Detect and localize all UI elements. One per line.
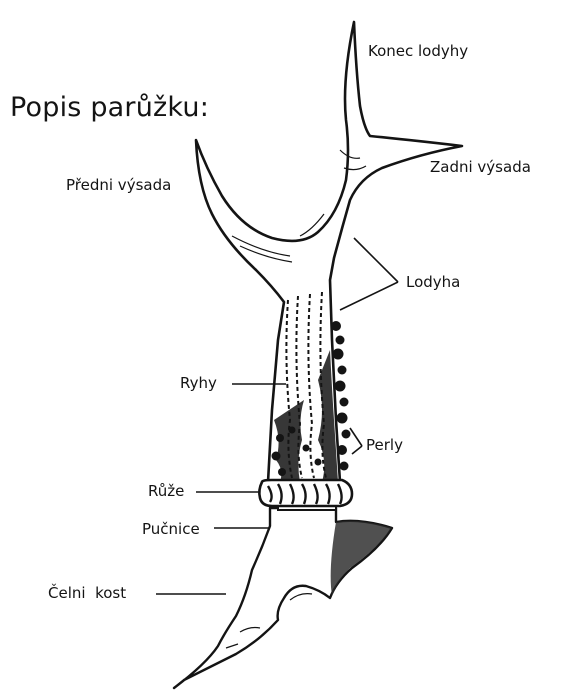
burr-texture bbox=[266, 483, 343, 505]
leader-perly-b bbox=[351, 445, 363, 455]
label-zadni-vysada: Zadni výsada bbox=[430, 158, 531, 176]
leader-lines bbox=[156, 237, 399, 595]
pearls bbox=[271, 321, 351, 476]
beam-shading bbox=[231, 149, 367, 263]
frontal-bone-shade bbox=[330, 520, 392, 596]
label-lodyha: Lodyha bbox=[406, 273, 461, 291]
leader-lodyha-lower bbox=[339, 281, 399, 311]
frontal-bone-hatch bbox=[225, 593, 313, 649]
label-perly: Perly bbox=[366, 436, 403, 454]
leader-lodyha-upper bbox=[353, 237, 399, 283]
beam-dark-texture bbox=[274, 350, 338, 482]
label-ruze: Růže bbox=[148, 482, 185, 500]
label-ryhy: Ryhy bbox=[180, 374, 217, 392]
label-predni-vysada: Předni výsada bbox=[66, 176, 172, 194]
antler-body bbox=[194, 20, 464, 484]
label-konec-lodyhy: Konec lodyhy bbox=[368, 42, 469, 60]
diagram-title: Popis parůžku: bbox=[10, 92, 210, 123]
label-pucnice: Pučnice bbox=[142, 520, 200, 538]
leader-perly-a bbox=[349, 427, 363, 447]
label-celni-kost: Čelni kost bbox=[48, 584, 127, 602]
